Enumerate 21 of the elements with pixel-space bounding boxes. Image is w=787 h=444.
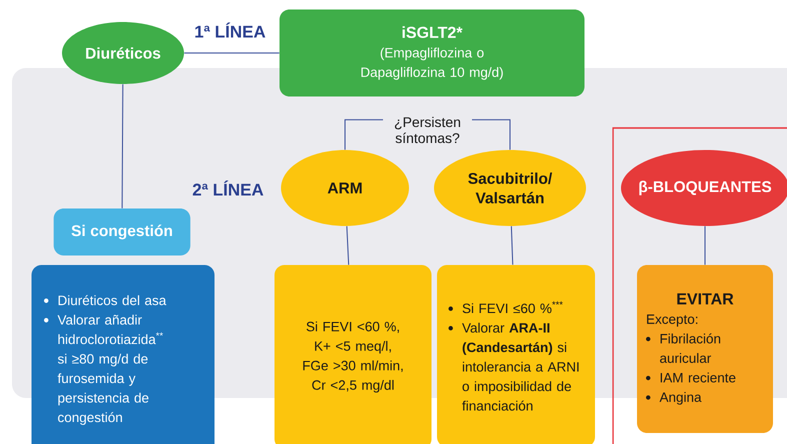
list-item: Valorar ARA-II (Candesartán) si intolerancia a ARNI o imposibilidad de financiación — [448, 322, 579, 411]
connector-line — [510, 226, 514, 266]
connector-line — [346, 226, 350, 266]
list-item: Diuréticos del asa — [44, 295, 166, 306]
warning-box: EVITAR Excepto: Fibrilación auricular IAM reciente Angina — [637, 265, 773, 433]
connector-line — [704, 226, 706, 266]
condition-box: Si congestión — [54, 208, 190, 256]
connector-line — [122, 84, 124, 209]
list-item: Valorar añadir hidroclorotiazida$^{**}$ si ≥80 mg/d de furosemida y persistencia de congestión — [44, 314, 164, 425]
edge-label: ¿Persisten síntomas? — [383, 114, 472, 146]
drug-box: iSGLT2* (Empagliflozina o Dapagliflozina 10 mg/d) — [280, 10, 584, 96]
recommendation-box — [32, 265, 214, 444]
list-item: Angina — [646, 392, 702, 405]
line-label: 2ª LÍNEA — [192, 180, 264, 196]
list-item: Fibrilación auricular — [646, 333, 720, 363]
recommendation-box: Si FEVI <60 %, K+ <5 meq/l, FGe >30 ml/min, Cr <2,5 mg/dl — [274, 265, 432, 444]
list-item: IAM reciente — [646, 372, 736, 382]
line-label: 1ª LÍNEA — [195, 22, 266, 38]
connector-line — [184, 52, 280, 54]
recommendation-box — [437, 265, 595, 444]
list-item: Si FEVI ≤60 %$^{***}$ — [448, 301, 563, 314]
